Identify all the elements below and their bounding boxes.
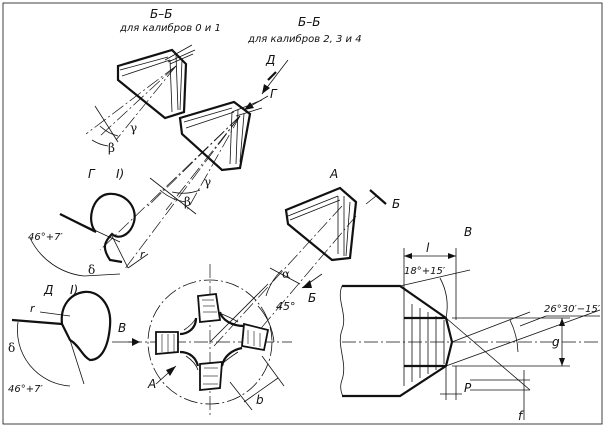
delta-label-1: δ <box>88 263 95 277</box>
gamma-label-1: γ <box>130 121 137 135</box>
b-dim-label: b <box>256 393 264 407</box>
section-b-lower-label: Б <box>308 291 316 305</box>
main-cross-view <box>112 264 292 416</box>
angle-46-top: 46°+7′ <box>28 232 63 243</box>
view-d-arrow-label: Д <box>265 53 275 67</box>
section-b-large-view <box>99 59 289 271</box>
beta-label-1: β <box>108 141 115 155</box>
view-d-title: Д <box>43 283 53 297</box>
angle-26-label: 26°30′−15′ <box>544 304 601 315</box>
view-v-title: В <box>464 225 472 239</box>
view-g-title: Г <box>88 167 96 181</box>
view-a-tool <box>213 186 387 347</box>
view-v-arrow-label: В <box>118 321 126 335</box>
r-label-1: r <box>140 248 146 261</box>
view-v-profile <box>339 248 601 420</box>
beta-label-2: β <box>184 195 191 209</box>
angle-46-bottom: 46°+7′ <box>8 384 43 395</box>
view-d-detail <box>11 290 112 387</box>
g-dim-label: g <box>552 335 560 349</box>
delta-label-2: δ <box>8 341 15 355</box>
view-g-detail <box>29 192 149 277</box>
alpha-label: α <box>282 267 290 281</box>
r-label-2: r <box>30 302 36 315</box>
section-b-right-label: Б <box>392 197 400 211</box>
l-dim-label: l <box>426 241 430 255</box>
view-a-bottom-label: А <box>147 377 156 391</box>
f-dim-label: f <box>518 409 524 423</box>
angle-45-label: 45° <box>276 300 296 313</box>
view-d-scale: I) <box>70 283 78 297</box>
p-dim-label: P <box>464 381 472 395</box>
section-b-large-title: Б–Б <box>298 15 320 29</box>
gamma-label-2: γ <box>204 175 211 189</box>
section-b-small-title: Б–Б <box>150 7 172 21</box>
view-a-top-label: А <box>329 167 338 181</box>
section-b-small-view <box>85 44 196 147</box>
view-g-scale: I) <box>116 167 124 181</box>
section-b-large-note: для калибров 2, 3 и 4 <box>247 33 362 45</box>
view-g-arrow-label: Г <box>270 87 278 101</box>
section-b-small-note: для калибров 0 и 1 <box>119 22 221 34</box>
angle-18-label: 18°+15′ <box>404 266 446 277</box>
